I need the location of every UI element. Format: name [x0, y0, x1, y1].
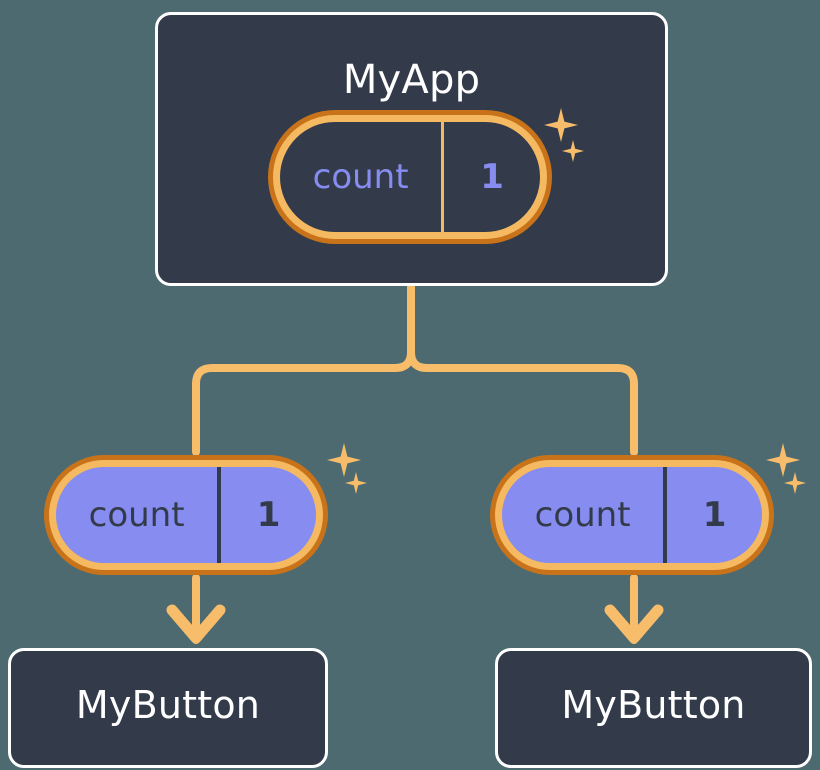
arrow-head-right-icon	[604, 604, 664, 644]
wire-branch-right	[407, 348, 638, 456]
state-pill-root[interactable]: count 1	[268, 110, 552, 244]
wire-branch-left	[192, 348, 415, 456]
state-pill-ring: count 1	[273, 115, 547, 239]
state-pill-body: count 1	[56, 467, 316, 563]
state-value: 1	[217, 467, 316, 563]
component-title: MyButton	[75, 683, 261, 727]
state-key: count	[88, 495, 185, 535]
sparkle-icon	[766, 443, 800, 477]
state-pill-ring: count 1	[49, 460, 323, 570]
component-title: MyButton	[561, 683, 746, 727]
state-key: count	[312, 157, 409, 197]
sparkle-icon	[327, 443, 361, 477]
state-value: 1	[663, 467, 762, 563]
component-node-mybutton-right[interactable]: MyButton	[495, 648, 812, 768]
state-pill-child-right[interactable]: count 1	[490, 455, 774, 575]
state-value: 1	[441, 122, 540, 232]
state-pill-child-left[interactable]: count 1	[44, 455, 328, 575]
state-pill-body: count 1	[502, 467, 762, 563]
component-title: MyApp	[342, 57, 481, 103]
sparkle-icon	[345, 472, 367, 494]
state-key: count	[534, 495, 631, 535]
state-pill-ring: count 1	[495, 460, 769, 570]
sparkle-icon	[784, 472, 806, 494]
state-pill-body: count 1	[280, 122, 540, 232]
component-node-mybutton-left[interactable]: MyButton	[8, 648, 328, 768]
arrow-head-left-icon	[166, 604, 226, 644]
